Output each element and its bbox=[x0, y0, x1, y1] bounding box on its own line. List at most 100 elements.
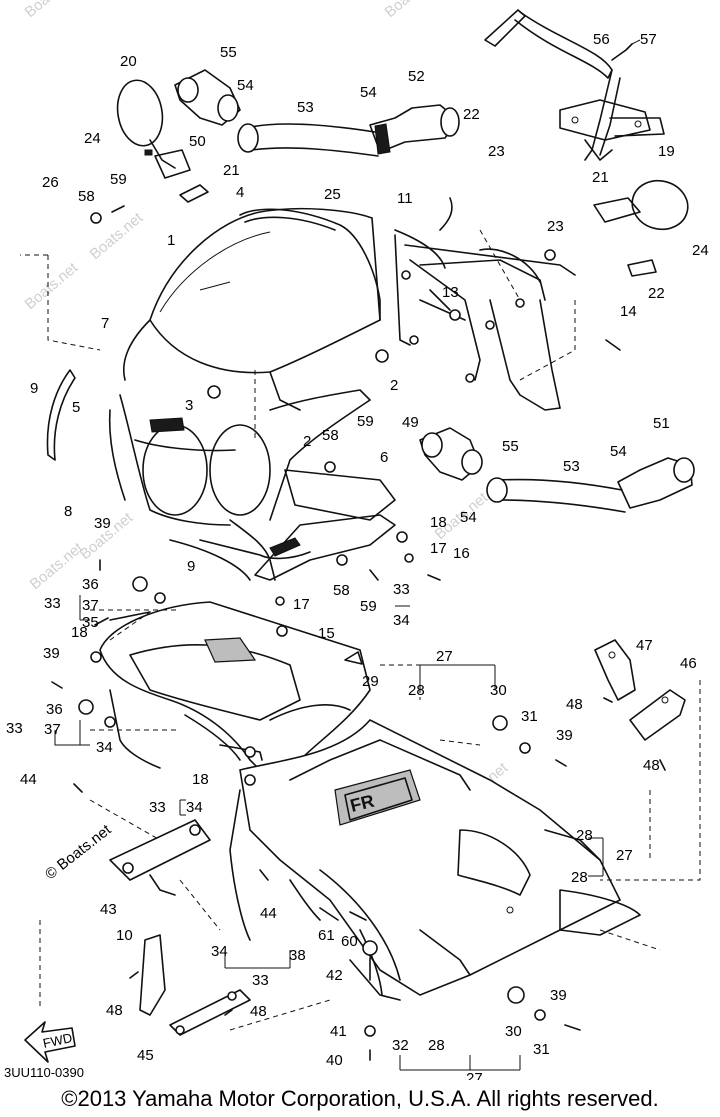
callout-36: 36 bbox=[46, 701, 63, 718]
callout-55: 55 bbox=[502, 438, 519, 455]
callout-26: 26 bbox=[42, 174, 59, 191]
callout-28: 28 bbox=[571, 869, 588, 886]
side-panels bbox=[46, 369, 276, 581]
callout-39: 39 bbox=[94, 515, 111, 532]
callout-37: 37 bbox=[44, 721, 61, 738]
callout-57: 57 bbox=[640, 31, 657, 48]
callout-25: 25 bbox=[324, 186, 341, 203]
callout-20: 20 bbox=[120, 53, 137, 70]
callout-45: 45 bbox=[137, 1047, 154, 1064]
callout-54: 54 bbox=[460, 509, 477, 526]
bracket-47 bbox=[594, 639, 636, 701]
callout-34: 34 bbox=[96, 739, 113, 756]
callout-53: 53 bbox=[563, 458, 580, 475]
fairing-stay-56 bbox=[484, 9, 665, 161]
callout-15: 15 bbox=[318, 625, 335, 642]
part-callouts: 55 57 56 20 54 52 53 54 50 22 24 21 23 1… bbox=[6, 31, 709, 1080]
callout-22: 22 bbox=[648, 285, 665, 302]
leader-lines bbox=[20, 229, 701, 1071]
callout-33: 33 bbox=[252, 972, 269, 989]
callout-48: 48 bbox=[643, 757, 660, 774]
callout-37: 37 bbox=[82, 597, 99, 614]
air-duct-upper bbox=[174, 69, 460, 157]
callout-42: 42 bbox=[326, 967, 343, 984]
callout-48: 48 bbox=[566, 696, 583, 713]
callout-59: 59 bbox=[110, 171, 127, 188]
fwd-label: FWD bbox=[42, 1030, 74, 1051]
diagram-code: 3UU110-0390 bbox=[4, 1065, 84, 1080]
callout-27: 27 bbox=[616, 847, 633, 864]
watermark: Boats.net bbox=[22, 259, 82, 313]
callout-49: 49 bbox=[402, 414, 419, 431]
fairing-stay-11 bbox=[394, 197, 576, 411]
callout-33: 33 bbox=[393, 581, 410, 598]
bracket-45 bbox=[139, 934, 251, 1036]
callout-33: 33 bbox=[44, 595, 61, 612]
mirror-left-20 bbox=[116, 79, 209, 203]
air-duct-lower bbox=[419, 427, 695, 513]
callout-9: 9 bbox=[30, 380, 38, 397]
lower-cowling-27: FR bbox=[229, 719, 641, 1001]
fasteners bbox=[51, 205, 666, 1061]
callout-2: 2 bbox=[303, 433, 311, 450]
callout-31: 31 bbox=[533, 1041, 550, 1058]
callout-59: 59 bbox=[360, 598, 377, 615]
callout-33: 33 bbox=[149, 799, 166, 816]
callout-58: 58 bbox=[333, 582, 350, 599]
callout-44: 44 bbox=[260, 905, 277, 922]
callout-28: 28 bbox=[408, 682, 425, 699]
callout-58: 58 bbox=[78, 188, 95, 205]
mirror-right-19 bbox=[593, 179, 689, 277]
watermark: Boats.net bbox=[382, 0, 442, 21]
callout-14: 14 bbox=[620, 303, 637, 320]
callout-53: 53 bbox=[297, 99, 314, 116]
callout-18: 18 bbox=[430, 514, 447, 531]
callout-16: 16 bbox=[453, 545, 470, 562]
callout-23: 23 bbox=[547, 218, 564, 235]
callout-47: 47 bbox=[636, 637, 653, 654]
callout-21: 21 bbox=[592, 169, 609, 186]
callout-54: 54 bbox=[237, 77, 254, 94]
callout-58: 58 bbox=[322, 427, 339, 444]
callout-5: 5 bbox=[72, 399, 80, 416]
callout-59: 59 bbox=[357, 413, 374, 430]
callout-39: 39 bbox=[556, 727, 573, 744]
callout-19: 19 bbox=[658, 143, 675, 160]
parts-exploded-diagram: Boats.net Boats.net Boats.net Boats.net … bbox=[4, 0, 709, 1080]
callout-11: 11 bbox=[397, 190, 413, 207]
callout-52: 52 bbox=[408, 68, 425, 85]
callout-56: 56 bbox=[593, 31, 610, 48]
upper-cowling-1 bbox=[108, 207, 381, 560]
callout-2: 2 bbox=[390, 377, 398, 394]
callout-10: 10 bbox=[116, 927, 133, 944]
callout-61: 61 bbox=[318, 927, 335, 944]
callout-38: 38 bbox=[289, 947, 306, 964]
middle-cowling-34 bbox=[94, 601, 371, 771]
callout-18: 18 bbox=[71, 624, 88, 641]
callout-39: 39 bbox=[43, 645, 60, 662]
callout-32: 32 bbox=[392, 1037, 409, 1054]
callout-51: 51 bbox=[653, 415, 670, 432]
bracket-46 bbox=[629, 689, 686, 741]
callout-35: 35 bbox=[82, 614, 99, 631]
callout-4: 4 bbox=[236, 184, 244, 201]
callout-7: 7 bbox=[101, 315, 109, 332]
callout-22: 22 bbox=[463, 106, 480, 123]
callout-30: 30 bbox=[505, 1023, 522, 1040]
callout-50: 50 bbox=[189, 133, 206, 150]
callout-36: 36 bbox=[82, 576, 99, 593]
callout-24: 24 bbox=[692, 242, 709, 259]
callout-46: 46 bbox=[680, 655, 697, 672]
callout-39: 39 bbox=[550, 987, 567, 1004]
callout-18: 18 bbox=[192, 771, 209, 788]
callout-40: 40 bbox=[326, 1052, 343, 1069]
callout-43: 43 bbox=[100, 901, 117, 918]
callout-41: 41 bbox=[330, 1023, 347, 1040]
callout-54: 54 bbox=[360, 84, 377, 101]
callout-60: 60 bbox=[341, 933, 358, 950]
callout-21: 21 bbox=[223, 162, 240, 179]
callout-24: 24 bbox=[84, 130, 101, 147]
watermark: Boats.net bbox=[22, 0, 82, 21]
callout-27: 27 bbox=[466, 1070, 483, 1080]
callout-48: 48 bbox=[250, 1003, 267, 1020]
